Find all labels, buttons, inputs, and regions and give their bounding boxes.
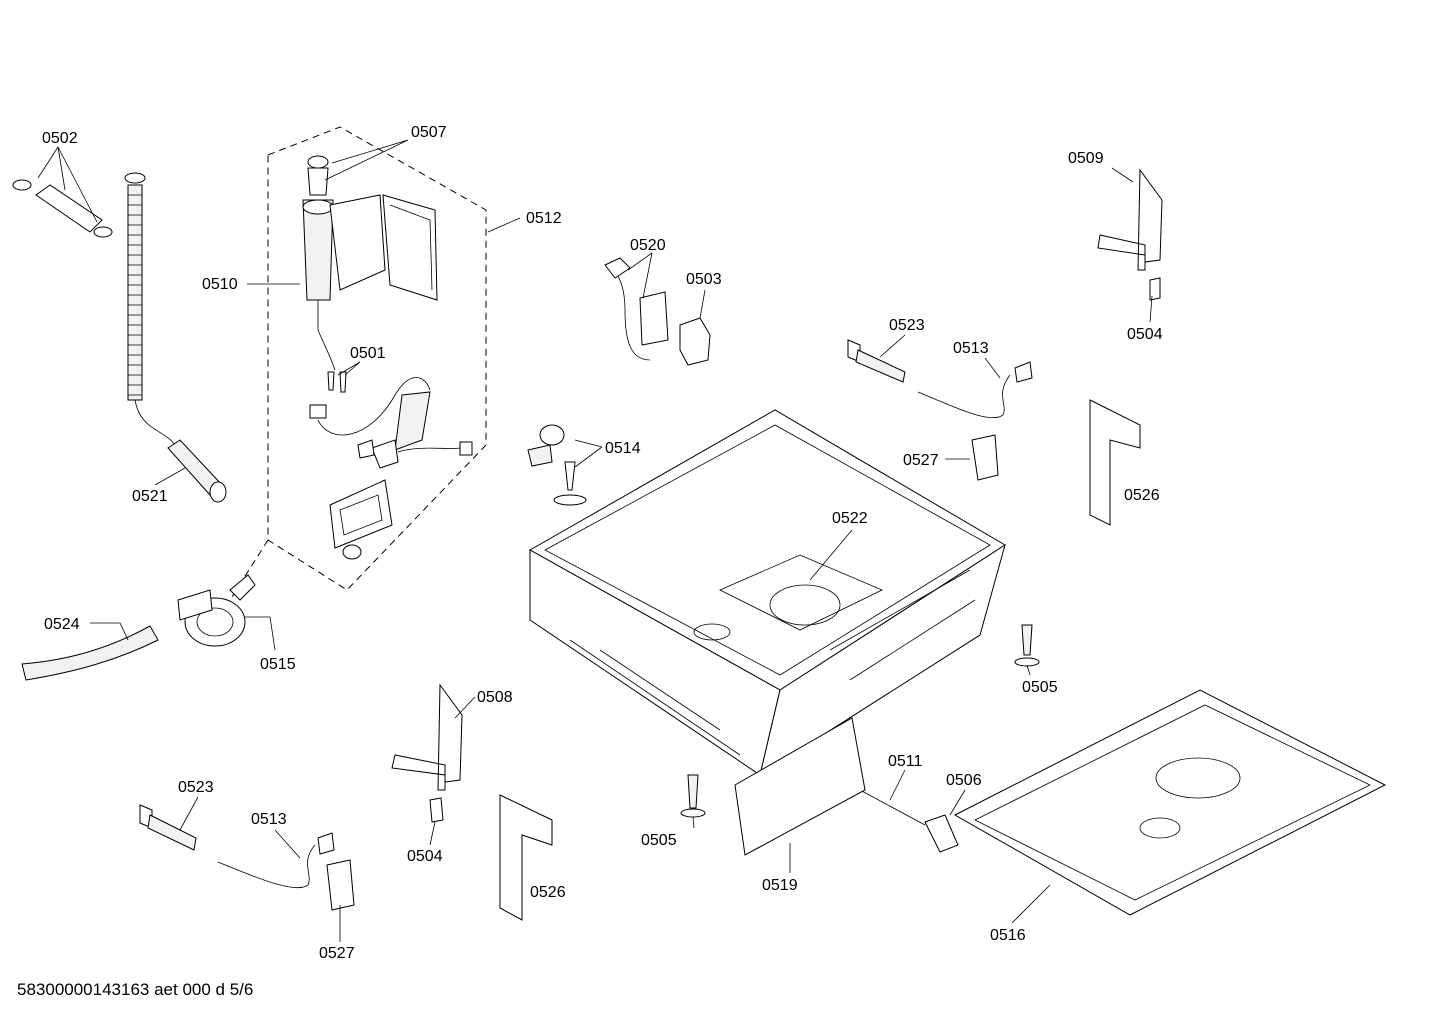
label-0504-bottom: 0504	[407, 848, 443, 865]
part-0515-pump[interactable]	[177, 574, 256, 647]
label-0512: 0512	[526, 210, 562, 227]
part-0527-bracket-top[interactable]	[971, 434, 999, 481]
part-0526-panel-bottom[interactable]	[499, 794, 553, 921]
label-0506: 0506	[946, 772, 982, 789]
part-0511-rod[interactable]	[859, 789, 926, 826]
label-0516: 0516	[990, 927, 1026, 944]
part-labels: 0502 0507 0512 0510 0501 0521 0524 0515 …	[42, 124, 1163, 962]
part-0510-valve-body[interactable]	[302, 155, 347, 419]
label-0526-bottom: 0526	[530, 884, 566, 901]
label-0507: 0507	[411, 124, 447, 141]
label-0519: 0519	[762, 877, 798, 894]
part-0504-clip-bottom[interactable]	[429, 797, 444, 823]
label-0527-top: 0527	[903, 452, 939, 469]
part-0520-cable-connector[interactable]	[604, 257, 669, 361]
label-0520: 0520	[630, 237, 666, 254]
label-0505-bottom: 0505	[641, 832, 677, 849]
part-inner-hose-wiring[interactable]	[317, 377, 473, 469]
label-0504-top: 0504	[1127, 326, 1163, 343]
label-0510: 0510	[202, 276, 238, 293]
part-0504-clip-top[interactable]	[1149, 277, 1161, 301]
part-0502-hose-clamps[interactable]	[12, 179, 113, 238]
part-0503-module[interactable]	[679, 317, 711, 366]
label-0501: 0501	[350, 345, 386, 362]
label-0521: 0521	[132, 488, 168, 505]
part-0527-bracket-bottom[interactable]	[326, 859, 355, 911]
document-id: 58300000143163 aet 000 d 5/6	[17, 980, 254, 999]
part-0514-gear-screw[interactable]	[527, 424, 587, 506]
part-sensor-bracket[interactable]	[329, 479, 393, 560]
part-0522-base-tub[interactable]	[528, 409, 1006, 777]
label-0505-right: 0505	[1022, 679, 1058, 696]
part-0509-hinge-bracket[interactable]	[1097, 168, 1163, 271]
label-0513-bottom: 0513	[251, 811, 287, 828]
label-0523-top: 0523	[889, 317, 925, 334]
label-0514: 0514	[605, 440, 641, 457]
label-0515: 0515	[260, 656, 296, 673]
part-0505-screw-right[interactable]	[1014, 624, 1040, 667]
label-0513-top: 0513	[953, 340, 989, 357]
part-0505-screw-bottom[interactable]	[680, 774, 706, 818]
part-0519-front-panel[interactable]	[734, 717, 866, 856]
part-0513-cable-top[interactable]	[917, 361, 1033, 419]
label-0503: 0503	[686, 271, 722, 288]
part-0526-panel-right[interactable]	[1089, 399, 1141, 526]
part-0524-tube[interactable]	[21, 625, 159, 681]
label-0524: 0524	[44, 616, 80, 633]
part-0516-base-plate[interactable]	[953, 689, 1387, 916]
part-0523-spring-top[interactable]	[847, 339, 906, 383]
part-0508-hinge-bracket[interactable]	[391, 683, 463, 791]
label-0526-right: 0526	[1124, 487, 1160, 504]
part-0512-valve-cover[interactable]	[329, 194, 438, 301]
label-0511: 0511	[888, 753, 923, 770]
label-0509: 0509	[1068, 150, 1104, 167]
part-0521-corrugated-hose[interactable]	[124, 172, 227, 503]
label-0508: 0508	[477, 689, 513, 706]
label-0523-bottom: 0523	[178, 779, 214, 796]
assembly-boundary-dashed	[229, 126, 487, 601]
leader-lines	[37, 139, 1153, 942]
part-0513-cable-bottom[interactable]	[217, 832, 335, 889]
label-0502: 0502	[42, 130, 78, 147]
part-0523-spring-bottom[interactable]	[139, 804, 197, 851]
label-0522: 0522	[832, 510, 868, 527]
label-0527-bottom: 0527	[319, 945, 355, 962]
part-0506-knob[interactable]	[924, 814, 959, 853]
